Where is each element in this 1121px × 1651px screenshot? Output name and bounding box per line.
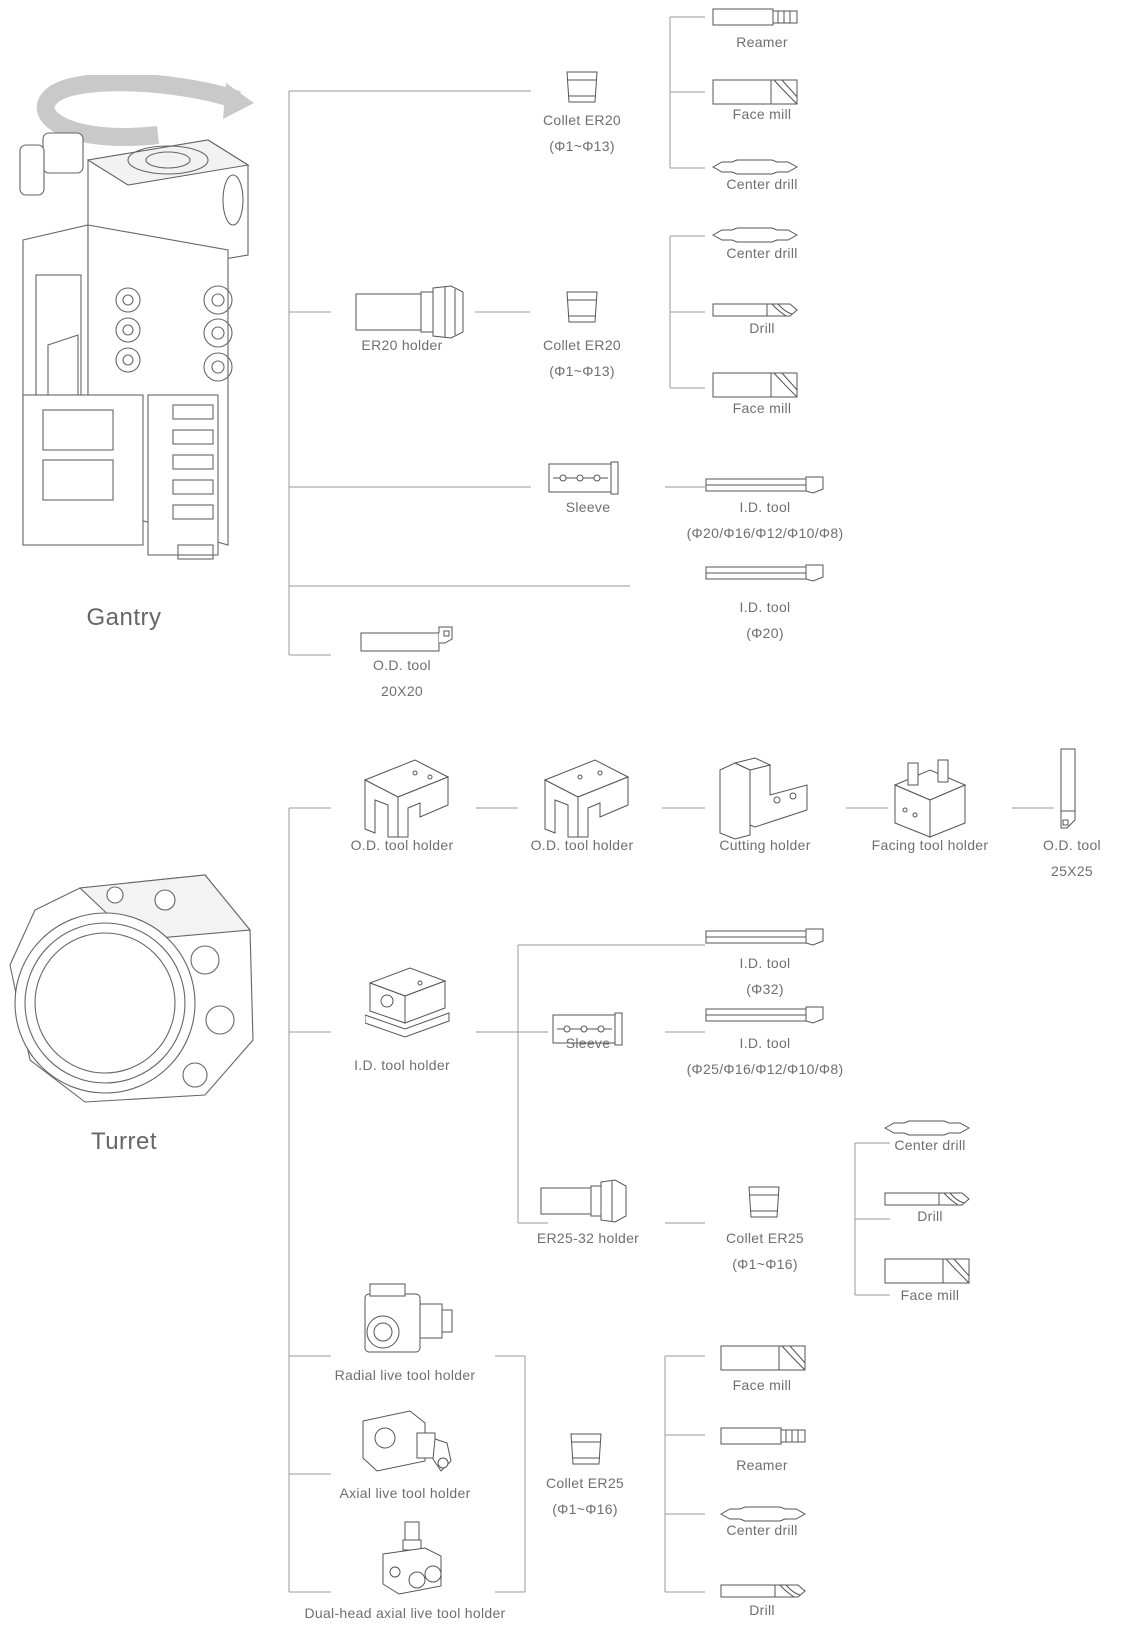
turret-illustration xyxy=(5,870,255,1115)
label-reamer-1: Reamer xyxy=(736,29,788,55)
collet-icon xyxy=(568,1432,604,1466)
label-drill-1: Drill xyxy=(749,315,775,341)
label-drill-b: Drill xyxy=(749,1597,775,1623)
label-od-holder-2: O.D. tool holder xyxy=(531,832,634,858)
label-er25-32-holder: ER25-32 holder xyxy=(537,1225,639,1251)
od-tool-icon xyxy=(360,625,455,655)
collet-icon xyxy=(564,290,600,324)
label-face-mill-2: Face mill xyxy=(733,395,792,421)
sleeve-icon xyxy=(548,461,620,495)
label-cutting-holder: Cutting holder xyxy=(719,832,810,858)
id-tool-icon xyxy=(705,475,825,495)
label-collet-er20-1: Collet ER20(Φ1~Φ13) xyxy=(543,107,621,159)
label-face-mill-b: Face mill xyxy=(733,1372,792,1398)
label-radial-live: Radial live tool holder xyxy=(335,1362,476,1388)
turret-title: Turret xyxy=(91,1128,157,1156)
cutting-holder-icon xyxy=(715,755,810,840)
label-drill-a: Drill xyxy=(917,1203,943,1229)
label-id-tool-1: I.D. tool(Φ20/Φ16/Φ12/Φ10/Φ8) xyxy=(687,494,844,546)
label-collet-er20-2: Collet ER20(Φ1~Φ13) xyxy=(543,332,621,384)
face-mill-icon xyxy=(884,1258,970,1284)
label-id-tool-holder: I.D. tool holder xyxy=(354,1052,450,1078)
id-tool-icon xyxy=(705,563,825,583)
label-od-holder-1: O.D. tool holder xyxy=(351,832,454,858)
label-dual-head: Dual-head axial live tool holder xyxy=(304,1600,505,1626)
label-face-mill-a: Face mill xyxy=(901,1282,960,1308)
od-tool-holder-icon xyxy=(360,755,450,840)
reamer-icon xyxy=(720,1427,806,1445)
er25-32-holder-icon xyxy=(540,1178,630,1223)
od-tool-holder-icon xyxy=(540,755,630,840)
label-axial-live: Axial live tool holder xyxy=(339,1480,470,1506)
id-tool-icon xyxy=(705,1005,825,1025)
label-id-tool-2: I.D. tool(Φ20) xyxy=(740,594,791,646)
label-sleeve-turret: Sleeve xyxy=(566,1030,611,1056)
collet-icon xyxy=(746,1185,782,1219)
facing-tool-holder-icon xyxy=(890,755,970,840)
label-center-drill-1: Center drill xyxy=(726,171,797,197)
label-collet-er25-a: Collet ER25(Φ1~Φ16) xyxy=(726,1225,804,1277)
label-reamer-b: Reamer xyxy=(736,1452,788,1478)
label-center-drill-b: Center drill xyxy=(726,1517,797,1543)
od-tool-icon xyxy=(1055,748,1079,830)
label-id-tool-32: I.D. tool(Φ32) xyxy=(740,950,791,1002)
collet-icon xyxy=(564,70,600,104)
radial-live-tool-holder-icon xyxy=(355,1282,455,1357)
dual-head-live-tool-holder-icon xyxy=(375,1520,455,1600)
reamer-icon xyxy=(712,8,798,26)
label-center-drill-2: Center drill xyxy=(726,240,797,266)
label-sleeve-gantry: Sleeve xyxy=(566,494,611,520)
face-mill-icon xyxy=(720,1345,806,1371)
gantry-title: Gantry xyxy=(86,604,161,632)
id-tool-icon xyxy=(705,927,825,947)
label-id-tool-25: I.D. tool(Φ25/Φ16/Φ12/Φ10/Φ8) xyxy=(687,1030,844,1082)
id-tool-holder-icon xyxy=(365,963,450,1038)
label-er20-holder: ER20 holder xyxy=(361,332,442,358)
gantry-illustration xyxy=(8,75,258,605)
label-collet-er25-b: Collet ER25(Φ1~Φ16) xyxy=(546,1470,624,1522)
label-facing-holder: Facing tool holder xyxy=(872,832,989,858)
axial-live-tool-holder-icon xyxy=(355,1403,455,1478)
label-center-drill-a: Center drill xyxy=(894,1132,965,1158)
label-face-mill-1: Face mill xyxy=(733,101,792,127)
